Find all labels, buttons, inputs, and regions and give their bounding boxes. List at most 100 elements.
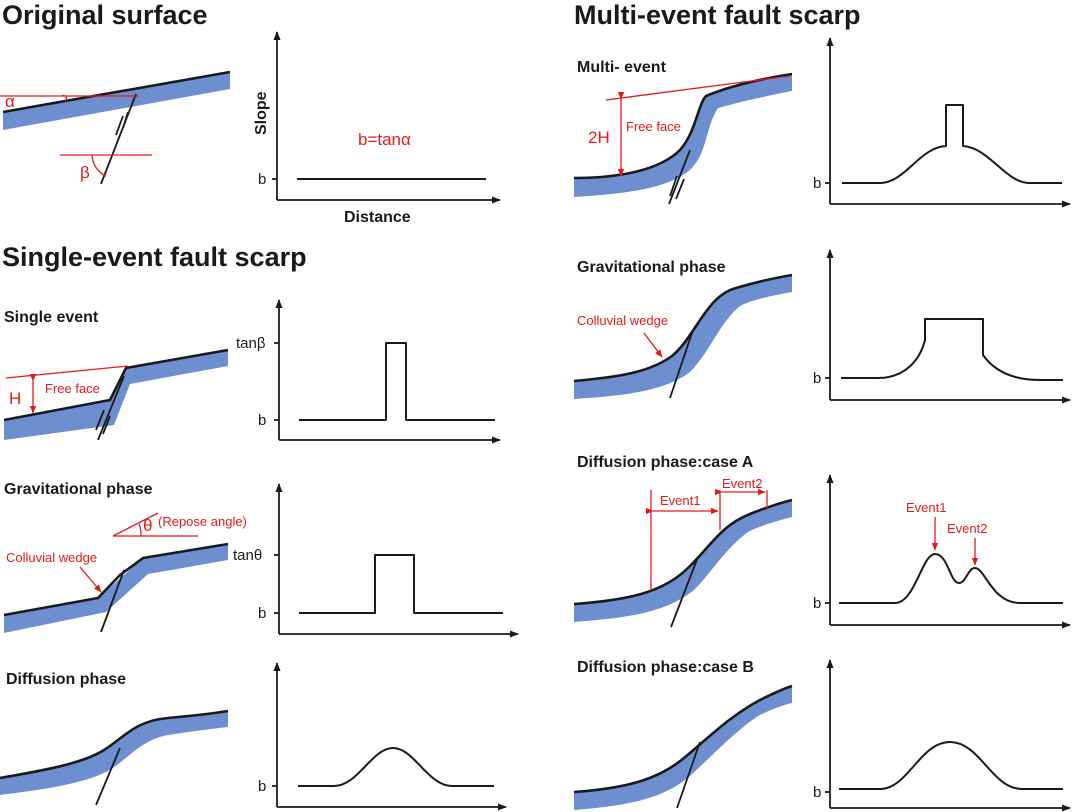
event2-label: Event2 — [722, 476, 762, 491]
b-tick-label: b — [258, 778, 266, 795]
fault-line — [97, 375, 125, 441]
b-equation: b=tanα — [358, 130, 411, 149]
fault-line — [95, 747, 121, 806]
y-axis-label: Slope — [253, 91, 270, 135]
slope-profile — [839, 553, 1063, 604]
sediment-layer — [3, 72, 230, 130]
event2-peak-label: Event2 — [947, 521, 987, 536]
slip-arrow — [95, 409, 105, 431]
cross-section-gravitational-multi: Colluvial wedge — [573, 273, 793, 399]
slope-graph-single-event: b tanβ — [236, 299, 501, 444]
colluvial-wedge-label: Colluvial wedge — [577, 313, 668, 328]
slope-graph-gravitational-multi: b — [813, 249, 1071, 404]
section-title-multi: Multi-event fault scarp — [574, 0, 861, 30]
b-tick-label: b — [258, 171, 266, 188]
free-face-label: Free face — [626, 119, 681, 134]
b-tick-label: b — [813, 595, 821, 612]
alpha-arc — [61, 94, 68, 102]
cross-section-single-event: H Free face — [3, 348, 229, 441]
slip-arrow — [115, 115, 124, 136]
cross-section-diffusion-case-b — [573, 684, 793, 810]
fault-line — [100, 569, 125, 633]
slope-graph-diffusion-single: b — [258, 662, 507, 811]
panel-single-event: Single event H Free face b tanβ — [3, 299, 501, 444]
sediment-layer — [574, 74, 792, 197]
x-axis-label: Distance — [344, 209, 411, 226]
theta-arc — [138, 523, 142, 537]
panel-title-diffusion-case-a: Diffusion phase:case A — [577, 454, 754, 471]
slope-profile — [298, 747, 494, 787]
cross-section-multi-event: 2H Free face — [573, 72, 793, 205]
panel-diffusion-single: Diffusion phase b — [0, 662, 507, 811]
slope-profile — [841, 318, 1063, 381]
slope-profile — [842, 104, 1062, 184]
repose-slope-line — [112, 512, 159, 537]
slope-graph-original: b Slope Distance b=tanα — [253, 31, 501, 226]
panel-gravitational-multi: Gravitational phase Colluvial wedge b — [573, 249, 1071, 404]
fault-line — [668, 149, 691, 205]
slip-arrow — [675, 178, 685, 200]
slope-graph-diffusion-case-a: b Event1 Event2 — [813, 474, 1071, 629]
panel-title-diffusion-single: Diffusion phase — [6, 671, 126, 688]
sediment-layer — [0, 711, 228, 795]
ground-surface — [573, 273, 793, 383]
panel-gravitational-single: Gravitational phase θ (Repose angle) Col… — [3, 481, 519, 638]
slope-graph-multi-event: b — [813, 37, 1071, 208]
panel-diffusion-case-a: Diffusion phase:case A Event1 Event2 b E… — [573, 454, 1071, 629]
projection-line — [605, 75, 791, 101]
ground-surface — [0, 709, 229, 780]
section-title-original: Original surface — [2, 0, 208, 30]
sediment-layer — [574, 686, 792, 810]
b-tick-label: b — [813, 784, 821, 801]
repose-angle-label: (Repose angle) — [158, 514, 247, 529]
alpha-label: α — [5, 92, 15, 111]
panel-diffusion-case-b: Diffusion phase:case B b — [573, 659, 1071, 812]
panel-original-surface: α β b Slope Distance b=tanα — [0, 31, 501, 226]
offset-label: 2H — [588, 128, 610, 147]
cross-section-gravitational-single: θ (Repose angle) Colluvial wedge — [3, 512, 247, 633]
slope-profile — [299, 342, 495, 421]
ground-surface — [2, 70, 231, 114]
ground-surface — [573, 498, 793, 606]
slip-arrow — [102, 415, 111, 435]
cross-section-diffusion-case-a: Event1 Event2 — [573, 476, 793, 628]
offset-label: H — [9, 389, 21, 408]
slip-arrow — [122, 111, 129, 129]
panel-multi-event: Multi- event 2H Free face b — [573, 37, 1071, 208]
ground-surface — [3, 348, 229, 422]
section-title-single: Single-event fault scarp — [2, 242, 307, 272]
panel-title-gravitational-single: Gravitational phase — [4, 481, 153, 498]
fault-line — [670, 556, 699, 628]
ground-surface — [573, 684, 793, 794]
event1-label: Event1 — [660, 493, 700, 508]
colluvial-wedge-label: Colluvial wedge — [6, 550, 97, 565]
slope-graph-diffusion-case-b: b — [813, 659, 1071, 812]
colluvial-wedge-arrow — [643, 332, 663, 358]
beta-arc — [91, 154, 107, 177]
tant-tick-label: tanθ — [233, 547, 262, 564]
b-tick-label: b — [813, 370, 821, 387]
cross-section-original: α β — [0, 70, 231, 185]
panel-title-diffusion-case-b: Diffusion phase:case B — [577, 659, 754, 676]
b-tick-label: b — [813, 175, 821, 192]
slip-arrow — [669, 175, 678, 197]
slope-profile — [299, 554, 503, 614]
beta-label: β — [80, 163, 90, 182]
b-tick-label: b — [258, 605, 266, 622]
panel-title-gravitational-multi: Gravitational phase — [577, 259, 726, 276]
ground-surface — [3, 542, 229, 617]
panel-title-multi-event: Multi- event — [577, 59, 667, 76]
ground-surface — [573, 72, 793, 180]
b-tick-label: b — [258, 412, 266, 429]
theta-label: θ — [143, 516, 152, 535]
fault-line — [100, 93, 137, 185]
sediment-layer — [574, 500, 792, 622]
free-face-label: Free face — [45, 381, 100, 396]
fault-line — [669, 329, 694, 399]
sediment-layer — [574, 275, 792, 399]
cross-section-diffusion-single — [0, 709, 229, 806]
colluvial-wedge-arrow — [79, 566, 102, 593]
sediment-layer — [4, 544, 228, 633]
tanb-tick-label: tanβ — [236, 335, 266, 352]
